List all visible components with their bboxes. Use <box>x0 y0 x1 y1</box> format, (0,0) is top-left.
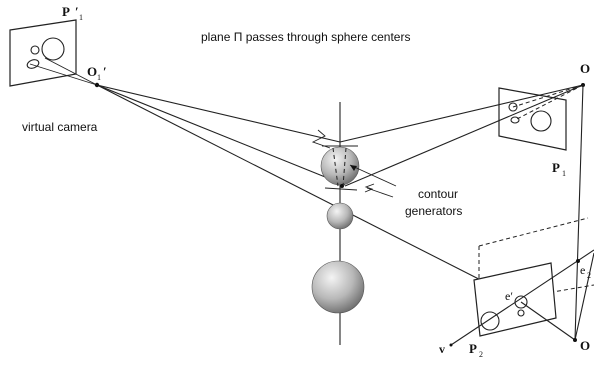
p1-ellipse <box>510 116 520 124</box>
ray-o-to-p1-dashed-b <box>514 84 584 121</box>
sphere-tangent-bottom <box>324 187 358 191</box>
epipolar-line-v <box>450 249 594 346</box>
contour-generators-label-line1: contour <box>418 187 458 201</box>
virtual-image-circle-small <box>30 45 40 55</box>
sphere-top <box>320 146 360 186</box>
v-point <box>449 343 453 347</box>
svg-text:2: 2 <box>587 271 591 280</box>
ray-o-to-p1-dashed-a <box>512 84 584 108</box>
camera-center-o-bottom <box>573 338 577 342</box>
svg-text:1: 1 <box>562 169 566 178</box>
svg-text:P: P <box>62 4 70 19</box>
plane-pi-caption: plane Π passes through sphere centers <box>201 30 410 44</box>
label-p1: P 1 <box>552 160 566 178</box>
ray-o1prime-to-top-sphere <box>96 84 341 143</box>
ray-o-bottom-to-p2 <box>520 301 576 341</box>
label-e2: e 2 <box>580 263 591 280</box>
label-o-top: O <box>580 61 590 76</box>
svg-text:′: ′ <box>75 4 79 19</box>
p1-circle-large <box>530 110 552 132</box>
camera-center-o1-prime <box>94 82 100 88</box>
line-e2 <box>574 252 594 341</box>
svg-text:′: ′ <box>103 64 107 79</box>
caption-pointer <box>311 129 331 149</box>
label-p2: P 2 <box>469 341 483 359</box>
contour-arrowhead-1 <box>350 165 357 171</box>
contour-generator-left <box>332 147 339 187</box>
baseline-o-to-o <box>574 84 584 341</box>
ray-o1prime-to-mid <box>96 84 346 186</box>
svg-text:P: P <box>552 160 560 175</box>
label-v: v <box>439 342 445 356</box>
svg-text:1: 1 <box>79 13 83 22</box>
svg-text:2: 2 <box>479 350 483 359</box>
svg-text:O: O <box>87 64 97 79</box>
label-o-bottom: O <box>580 338 590 353</box>
p2-dashed-plane <box>478 217 589 247</box>
svg-text:e: e <box>580 263 585 277</box>
p2-circle-small <box>517 309 525 317</box>
sphere-bottom <box>311 260 365 314</box>
ray-o1prime-to-p2 <box>96 84 521 301</box>
e2-point <box>576 259 580 263</box>
contour-generators-label-line2: generators <box>405 204 462 218</box>
ray-o1prime-to-image-b <box>29 63 98 86</box>
label-o1-prime: O 1 ′ <box>87 64 107 82</box>
virtual-image-circle-large <box>41 37 65 61</box>
svg-text:P: P <box>469 341 477 356</box>
ray-o-to-top-sphere-b <box>344 84 584 187</box>
ray-o1prime-to-image-a <box>44 57 98 86</box>
contour-zigzag <box>364 183 375 193</box>
label-e-prime: e′ <box>505 289 513 303</box>
virtual-camera-label: virtual camera <box>22 120 98 134</box>
ray-o-to-top-sphere-a <box>339 84 584 143</box>
sphere-contact-point <box>340 184 344 188</box>
contour-arrow-1 <box>349 164 397 187</box>
sphere-middle <box>326 202 354 230</box>
contour-generator-right <box>342 147 347 187</box>
label-p1-prime: P ′ 1 <box>62 4 83 22</box>
svg-text:1: 1 <box>97 73 101 82</box>
